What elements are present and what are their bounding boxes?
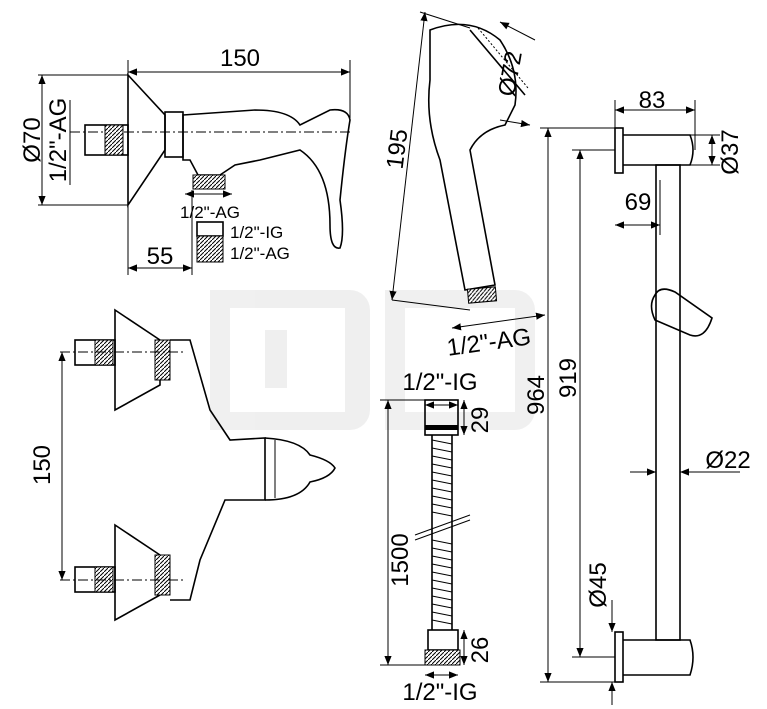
rail-base-diameter-label: Ø45 (585, 562, 612, 607)
shower-hose (380, 399, 471, 679)
rail-centers-label: 919 (555, 358, 582, 398)
hand-shower (389, 11, 546, 331)
watermark-logo (210, 290, 535, 430)
mixer-outlet-thread-label: 1/2"-AG (180, 203, 240, 222)
adapter-in-label: 1/2"-IG (230, 223, 283, 242)
hose-top-nut-label: 29 (467, 407, 494, 434)
hose-top-thread-label: 1/2"-IG (402, 369, 477, 396)
mixer-wall-thread-label: 1/2"-AG (45, 98, 72, 183)
mixer-front-view (58, 308, 336, 622)
hose-bottom-thread-label: 1/2"-IG (402, 679, 477, 706)
mixer-width-label: 150 (220, 45, 260, 72)
hose-length-label: 1500 (387, 533, 414, 586)
rail-bar-diameter-label: Ø22 (705, 447, 750, 474)
rail-offset-label: 69 (625, 189, 652, 216)
rail-bracket-diameter-label: Ø37 (717, 129, 744, 174)
adapter-out-label: 1/2"-AG (230, 244, 290, 263)
rail-bracket-depth-label: 83 (639, 87, 666, 114)
hand-shower-diameter-label: Ø72 (493, 49, 527, 98)
hand-shower-length-label: 195 (382, 128, 414, 171)
hose-bottom-nut-label: 26 (467, 637, 494, 664)
mixer-depth-label: 55 (147, 243, 174, 270)
mixer-top-view (38, 60, 351, 275)
shower-rail (540, 100, 740, 705)
mixer-diameter-label: Ø70 (19, 117, 46, 162)
mixer-spacing-label: 150 (29, 445, 56, 485)
rail-total-height-label: 964 (523, 375, 550, 415)
